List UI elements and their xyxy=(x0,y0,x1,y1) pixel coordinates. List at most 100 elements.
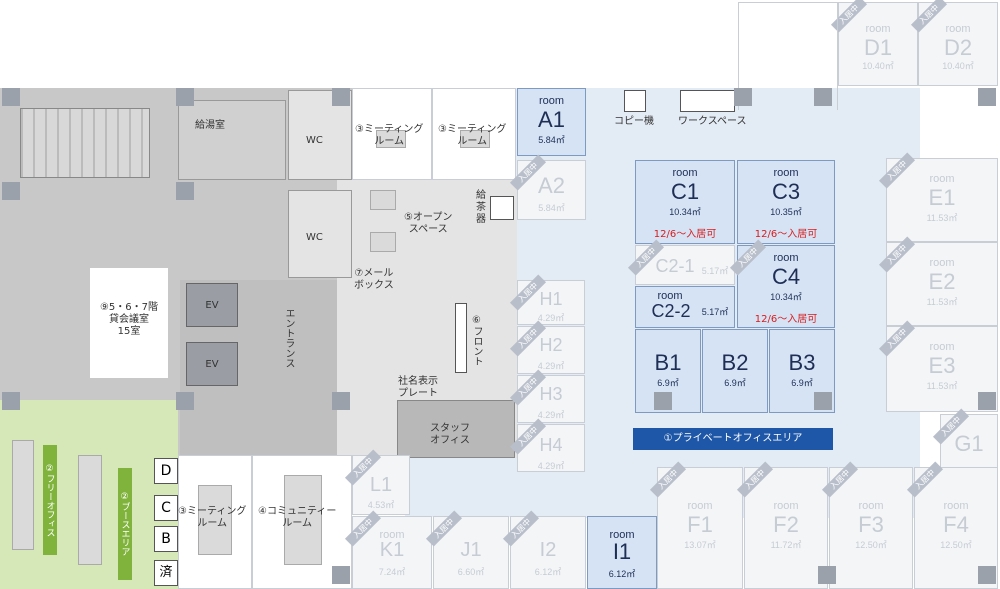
room-F3[interactable]: 入居中 room F3 12.50㎡ xyxy=(821,461,913,589)
room-C2-2[interactable]: room C2-2 5.17㎡ xyxy=(635,286,735,328)
room-C4-num: C4 xyxy=(771,264,801,289)
room-G1[interactable]: 入居中 G1 xyxy=(932,408,998,468)
pillar xyxy=(2,88,20,106)
room-E3-area: 11.53㎡ xyxy=(926,381,958,391)
room-K1-num: K1 xyxy=(379,539,405,561)
room-A1[interactable]: room A1 5.84㎡ xyxy=(517,88,586,156)
room-J1[interactable]: 入居中 J1 6.60㎡ xyxy=(425,510,509,589)
room-C2-1[interactable]: 入居中 C2-1 5.17㎡ xyxy=(627,239,735,285)
room-D1[interactable]: 入居中 room D1 10.40㎡ xyxy=(830,0,918,86)
booth-done[interactable]: 済 xyxy=(154,560,178,586)
room-H3-area: 4.29㎡ xyxy=(537,410,565,420)
room-C1-area: 10.34㎡ xyxy=(669,207,701,217)
room-C3[interactable]: room C3 10.35㎡ 12/6～入居可 xyxy=(737,160,835,244)
room-F1-word: room xyxy=(687,500,713,512)
room-B2-num: B2 xyxy=(721,350,749,375)
room-J1-area: 6.60㎡ xyxy=(457,567,485,577)
open-space-table-2 xyxy=(370,232,396,252)
room-C4-availability: 12/6～入居可 xyxy=(754,314,818,325)
room-F1-num: F1 xyxy=(687,512,713,537)
room-D2-num: D2 xyxy=(943,35,973,60)
room-L1[interactable]: 入居中 L1 4.53㎡ xyxy=(344,449,410,515)
room-H3-num: H3 xyxy=(539,384,563,404)
room-C4[interactable]: 入居中 room C4 10.34㎡ 12/6～入居可 xyxy=(729,239,835,328)
meeting-table-top-1 xyxy=(376,130,406,148)
pillar xyxy=(978,392,996,410)
room-H4[interactable]: 入居中 H4 4.29㎡ xyxy=(509,418,585,472)
room-D2[interactable]: 入居中 room D2 10.40㎡ xyxy=(910,0,998,86)
workspace-desk xyxy=(680,90,735,112)
open-space-table-1 xyxy=(370,190,396,210)
room-D1-word: room xyxy=(865,23,891,35)
pillar xyxy=(734,88,752,106)
room-H1[interactable]: 入居中 H1 4.29㎡ xyxy=(509,274,585,325)
room-H2[interactable]: 入居中 H2 4.29㎡ xyxy=(509,320,585,374)
pillar xyxy=(654,392,672,410)
room-H1-num: H1 xyxy=(539,289,563,309)
room-C4-area: 10.34㎡ xyxy=(770,292,802,302)
wc-label-1: WC xyxy=(306,135,323,146)
room-F1[interactable]: 入居中 room F1 13.07㎡ xyxy=(649,461,743,589)
room-C1[interactable]: room C1 10.34㎡ 12/6～入居可 xyxy=(635,160,735,244)
room-C3-num: C3 xyxy=(771,179,801,204)
room-F4-word: room xyxy=(943,500,969,512)
room-I1-area: 6.12㎡ xyxy=(608,569,636,579)
room-H2-area: 4.29㎡ xyxy=(537,361,565,371)
copier-label: コピー機 xyxy=(614,116,654,127)
room-B2-area: 6.9㎡ xyxy=(724,378,746,388)
room-B2[interactable]: B2 6.9㎡ xyxy=(702,329,768,413)
wc-room-2 xyxy=(288,190,352,278)
room-A2-num: A2 xyxy=(538,173,565,198)
room-D1-area: 10.40㎡ xyxy=(862,61,894,71)
room-F3-num: F3 xyxy=(858,512,884,537)
room-E3-num: E3 xyxy=(928,353,956,378)
room-A2[interactable]: 入居中 A2 5.84㎡ xyxy=(509,154,586,220)
room-J1-num: J1 xyxy=(460,539,482,561)
room-C2-1-area: 5.17㎡ xyxy=(701,266,729,276)
room-K1-word: room xyxy=(379,529,405,541)
room-B1[interactable]: B1 6.9㎡ xyxy=(635,329,701,413)
room-E2[interactable]: 入居中 room E2 11.53㎡ xyxy=(878,236,998,326)
booth-b[interactable]: B xyxy=(154,526,178,552)
room-I1-num: I1 xyxy=(612,539,632,564)
room-F2[interactable]: 入居中 room F2 11.72㎡ xyxy=(736,461,828,589)
room-K1[interactable]: 入居中 room K1 7.24㎡ xyxy=(344,510,432,589)
room-F1-area: 13.07㎡ xyxy=(684,540,716,550)
open-space-label: ⑤オープン スペース xyxy=(404,212,453,235)
room-E2-num: E2 xyxy=(928,269,956,294)
private-area-banner: ①プライベートオフィスエリア xyxy=(633,428,833,450)
pillar xyxy=(176,88,194,106)
pillar xyxy=(814,88,832,106)
staff-office-label: スタッフ オフィス xyxy=(430,423,470,446)
room-I2[interactable]: 入居中 I2 6.12㎡ xyxy=(502,510,586,589)
room-K1-area: 7.24㎡ xyxy=(378,567,406,577)
room-E2-word: room xyxy=(929,257,955,269)
room-C2-1-num: C2-1 xyxy=(655,256,695,276)
room-C2-2-num: C2-2 xyxy=(651,301,691,321)
room-E1[interactable]: 入居中 room E1 11.53㎡ xyxy=(878,152,998,242)
room-H4-num: H4 xyxy=(539,435,563,455)
free-desk-1 xyxy=(12,440,34,550)
booth-d[interactable]: D xyxy=(154,458,178,484)
room-F3-area: 12.50㎡ xyxy=(855,540,887,550)
pillar xyxy=(332,88,350,106)
room-H3[interactable]: 入居中 H3 4.29㎡ xyxy=(509,369,585,423)
room-I2-num: I2 xyxy=(539,539,557,561)
nameplate-label: 社名表示 プレート xyxy=(398,376,438,399)
room-A1-num: A1 xyxy=(538,107,565,132)
pillar xyxy=(978,88,996,106)
room-L1-num: L1 xyxy=(369,474,393,496)
room-F4-num: F4 xyxy=(943,512,969,537)
copier xyxy=(624,90,646,112)
front-label: ⑥フロント xyxy=(471,315,482,366)
pillar xyxy=(818,566,836,584)
elevator-2-label: EV xyxy=(205,358,219,370)
pillar xyxy=(176,182,194,200)
pillar xyxy=(176,392,194,410)
room-I1[interactable]: room I1 6.12㎡ xyxy=(587,516,657,589)
mailbox-label: ⑦メール ボックス xyxy=(354,268,394,291)
workspace-label: ワークスペース xyxy=(678,116,747,127)
booth-c[interactable]: C xyxy=(154,495,178,521)
room-H2-num: H2 xyxy=(539,335,563,355)
